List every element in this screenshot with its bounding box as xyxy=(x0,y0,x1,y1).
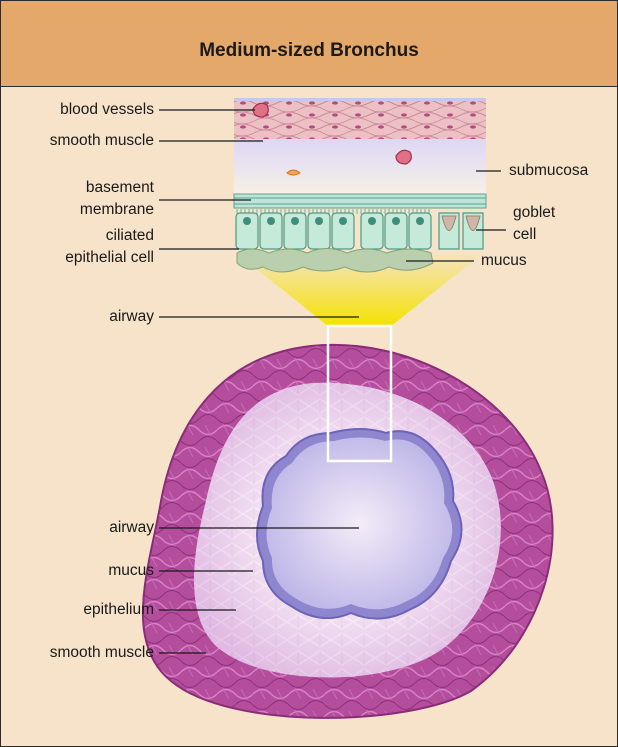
airway-lumen xyxy=(267,438,453,610)
label-epithelium: epithelium xyxy=(9,599,154,621)
bronchus-cross-section xyxy=(143,345,553,718)
label-basement-membrane-2: membrane xyxy=(9,199,154,221)
label-airway-top: airway xyxy=(9,306,154,328)
label-airway-bottom: airway xyxy=(9,517,154,539)
ciliated-cells xyxy=(236,213,431,249)
label-goblet-cell-1: goblet xyxy=(513,202,555,224)
label-mucus-bottom: mucus xyxy=(9,560,154,582)
basement-membrane xyxy=(234,194,486,208)
tissue-inset xyxy=(234,98,486,272)
smooth-muscle-band xyxy=(234,101,486,139)
label-goblet-cell-2: cell xyxy=(513,224,536,246)
label-ciliated-cell-2: epithelial cell xyxy=(9,247,154,269)
label-ciliated-cell-1: ciliated xyxy=(9,225,154,247)
label-smooth-muscle-bottom: smooth muscle xyxy=(9,642,154,664)
mucus-layer xyxy=(237,249,433,273)
label-blood-vessels: blood vessels xyxy=(9,99,154,121)
goblet-cells xyxy=(439,213,483,249)
label-submucosa: submucosa xyxy=(509,160,588,182)
label-smooth-muscle-top: smooth muscle xyxy=(9,130,154,152)
label-basement-membrane-1: basement xyxy=(9,177,154,199)
label-mucus-top: mucus xyxy=(481,250,527,272)
